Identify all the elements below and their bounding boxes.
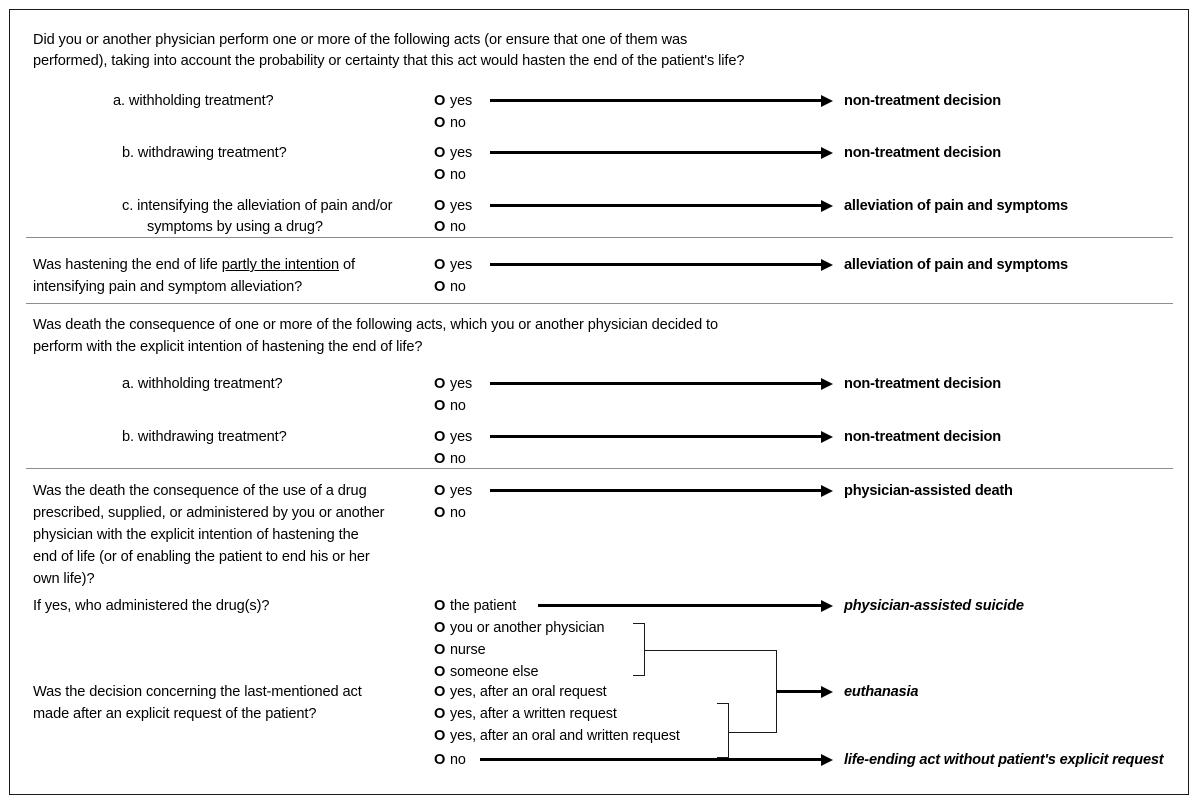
bracket-b-top bbox=[717, 703, 729, 704]
section-2-option-no: no bbox=[450, 279, 466, 295]
radio-bullet-icon[interactable]: O bbox=[434, 167, 446, 183]
radio-bullet-icon[interactable]: O bbox=[434, 642, 446, 658]
questionnaire-frame: Did you or another physician perform one… bbox=[9, 9, 1189, 795]
radio-bullet-icon[interactable]: O bbox=[434, 257, 446, 273]
followup-administered-option-you-or-another-physician[interactable]: you or another physician bbox=[450, 620, 605, 636]
bracket-a-spine bbox=[644, 623, 645, 676]
radio-bullet-icon[interactable]: O bbox=[434, 752, 446, 768]
radio-bullet-icon[interactable]: O bbox=[434, 684, 446, 700]
section-4-question-line-1: Was the death the consequence of the use… bbox=[33, 483, 367, 499]
followup-administered-outcome: physician-assisted suicide bbox=[844, 598, 1024, 614]
radio-bullet-icon[interactable]: O bbox=[434, 598, 446, 614]
arrow-to-outcome bbox=[490, 99, 822, 102]
section-4-option-no: no bbox=[450, 505, 466, 521]
section-4-question-line-2: prescribed, supplied, or administered by… bbox=[33, 505, 385, 521]
section-2-question-line-1: Was hastening the end of life partly the… bbox=[33, 255, 355, 276]
section-4-outcome: physician-assisted death bbox=[844, 483, 1013, 499]
section-1-question-line-1: Did you or another physician perform one… bbox=[33, 32, 688, 48]
arrow-to-outcome bbox=[490, 263, 822, 266]
radio-bullet-icon[interactable]: O bbox=[434, 198, 446, 214]
followup-request-option-no[interactable]: no bbox=[450, 752, 466, 768]
followup-request-question-line-2: made after an explicit request of the pa… bbox=[33, 706, 317, 722]
arrow-to-outcome bbox=[490, 151, 822, 154]
followup-administered-option-the-patient[interactable]: the patient bbox=[450, 598, 517, 614]
section-1-item-b-option-yes[interactable]: yes bbox=[450, 145, 473, 161]
radio-bullet-icon[interactable]: O bbox=[434, 451, 446, 467]
section-3-item-a-label: a. withholding treatment? bbox=[122, 376, 283, 392]
followup-request-question-line-1: Was the decision concerning the last-men… bbox=[33, 684, 362, 700]
radio-bullet-icon[interactable]: O bbox=[434, 376, 446, 392]
section-3-item-a-option-yes[interactable]: yes bbox=[450, 376, 473, 392]
followup-administered-option-nurse[interactable]: nurse bbox=[450, 642, 486, 658]
section-4-question-line-3: physician with the explicit intention of… bbox=[33, 527, 359, 543]
section-2-option-yes[interactable]: yes bbox=[450, 257, 473, 273]
followup-request-outcome-no: life-ending act without patient's explic… bbox=[844, 752, 1164, 768]
radio-bullet-icon[interactable]: O bbox=[434, 728, 446, 744]
radio-bullet-icon[interactable]: O bbox=[434, 505, 446, 521]
followup-administered-question: If yes, who administered the drug(s)? bbox=[33, 598, 270, 614]
arrow-to-outcome bbox=[538, 604, 822, 607]
section-3-question-line-1: Was death the consequence of one or more… bbox=[33, 317, 719, 333]
radio-bullet-icon[interactable]: O bbox=[434, 664, 446, 680]
section-3-question-line-2: perform with the explicit intention of h… bbox=[33, 339, 423, 355]
radio-bullet-icon[interactable]: O bbox=[434, 620, 446, 636]
radio-bullet-icon[interactable]: O bbox=[434, 279, 446, 295]
section-1-item-a-option-yes[interactable]: yes bbox=[450, 93, 473, 109]
radio-bullet-icon[interactable]: O bbox=[434, 219, 446, 235]
radio-bullet-icon[interactable]: O bbox=[434, 429, 446, 445]
section-divider bbox=[26, 468, 1173, 469]
section-3-item-b-option-yes[interactable]: yes bbox=[450, 429, 473, 445]
section-2-question-underlined: partly the intention bbox=[221, 257, 339, 273]
radio-bullet-icon[interactable]: O bbox=[434, 115, 446, 131]
section-1-item-a-label: a. withholding treatment? bbox=[113, 93, 274, 109]
bracket-a-stem bbox=[644, 650, 777, 651]
section-1-item-c-label-line-1: c. intensifying the alleviation of pain … bbox=[122, 198, 393, 214]
radio-bullet-icon[interactable]: O bbox=[434, 398, 446, 414]
section-2-outcome: alleviation of pain and symptoms bbox=[844, 257, 1068, 273]
section-2-question-post: of bbox=[339, 257, 355, 273]
arrow-to-outcome bbox=[490, 382, 822, 385]
section-4-question-line-4: end of life (or of enabling the patient … bbox=[33, 549, 370, 565]
section-1-item-b-outcome: non-treatment decision bbox=[844, 145, 1001, 161]
section-2-question-line-2: intensifying pain and symptom alleviatio… bbox=[33, 279, 303, 295]
bracket-b-stem bbox=[728, 732, 777, 733]
section-3-item-b-outcome: non-treatment decision bbox=[844, 429, 1001, 445]
section-3-item-a-outcome: non-treatment decision bbox=[844, 376, 1001, 392]
bracket-b-spine bbox=[728, 703, 729, 758]
arrow-to-outcome-euthanasia bbox=[776, 690, 822, 693]
section-divider bbox=[26, 303, 1173, 304]
section-4-option-yes[interactable]: yes bbox=[450, 483, 473, 499]
followup-request-outcome-euthanasia: euthanasia bbox=[844, 684, 919, 700]
arrow-to-outcome bbox=[490, 204, 822, 207]
followup-administered-option-someone-else[interactable]: someone else bbox=[450, 664, 539, 680]
section-1-item-b-option-no: no bbox=[450, 167, 466, 183]
section-1-item-a-outcome: non-treatment decision bbox=[844, 93, 1001, 109]
radio-bullet-icon[interactable]: O bbox=[434, 706, 446, 722]
followup-request-option-oral-and-written[interactable]: yes, after an oral and written request bbox=[450, 728, 680, 744]
bracket-a-bottom bbox=[633, 675, 645, 676]
section-1-item-c-label-line-2: symptoms by using a drug? bbox=[147, 219, 323, 235]
section-2-question-pre: Was hastening the end of life bbox=[33, 257, 222, 273]
section-3-item-a-option-no: no bbox=[450, 398, 466, 414]
section-1-item-b-label: b. withdrawing treatment? bbox=[122, 145, 287, 161]
radio-bullet-icon[interactable]: O bbox=[434, 145, 446, 161]
section-1-item-a-option-no: no bbox=[450, 115, 466, 131]
section-1-item-c-option-no: no bbox=[450, 219, 466, 235]
section-3-item-b-option-no: no bbox=[450, 451, 466, 467]
section-1-item-c-outcome: alleviation of pain and symptoms bbox=[844, 198, 1068, 214]
section-1-item-c-option-yes[interactable]: yes bbox=[450, 198, 473, 214]
section-1-question-line-2: performed), taking into account the prob… bbox=[33, 53, 745, 69]
section-divider bbox=[26, 237, 1173, 238]
followup-request-option-written[interactable]: yes, after a written request bbox=[450, 706, 617, 722]
arrow-to-outcome bbox=[490, 435, 822, 438]
section-3-item-b-label: b. withdrawing treatment? bbox=[122, 429, 287, 445]
radio-bullet-icon[interactable]: O bbox=[434, 483, 446, 499]
arrow-to-outcome bbox=[490, 489, 822, 492]
arrow-to-outcome-life-ending bbox=[480, 758, 822, 761]
section-4-question-line-5: own life)? bbox=[33, 571, 95, 587]
bracket-a-top bbox=[633, 623, 645, 624]
radio-bullet-icon[interactable]: O bbox=[434, 93, 446, 109]
followup-request-option-oral[interactable]: yes, after an oral request bbox=[450, 684, 607, 700]
